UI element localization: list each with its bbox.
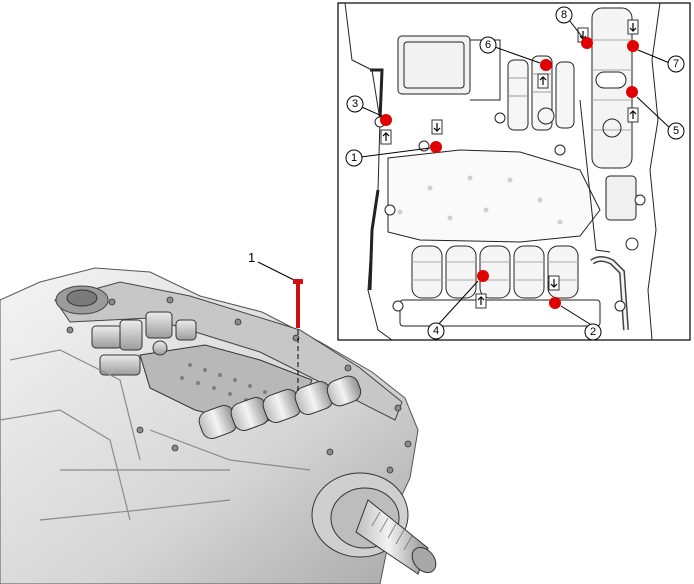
solenoid-stack (198, 375, 362, 439)
callout-1: 1 (345, 149, 363, 167)
callout-7: 7 (667, 55, 685, 73)
bolt-callout: 1 (248, 250, 303, 392)
detail-inset: 1 2 3 4 5 6 7 (337, 2, 691, 341)
callout-8: 8 (555, 6, 573, 24)
bolt-callout-label: 1 (248, 250, 255, 265)
test-point-3 (380, 114, 392, 126)
test-point-6 (540, 59, 552, 71)
callout-5-label: 5 (673, 125, 679, 137)
callout-2-label: 2 (590, 326, 596, 338)
callout-3-label: 3 (352, 98, 358, 110)
test-point-4 (477, 270, 489, 282)
test-point-2 (549, 297, 561, 309)
callout-4-label: 4 (433, 325, 439, 337)
test-point-7 (627, 40, 639, 52)
output-shaft (311, 472, 437, 575)
valve-body-left (91, 311, 197, 376)
callout-6: 6 (479, 36, 497, 54)
callout-3: 3 (346, 95, 364, 113)
callout-5: 5 (667, 122, 685, 140)
detail-callouts: 1 2 3 4 5 6 7 (345, 6, 685, 341)
test-point-1 (430, 141, 442, 153)
bolt-callout-leader (257, 261, 299, 283)
callout-4: 4 (427, 322, 445, 340)
test-point-5 (626, 86, 638, 98)
callout-2: 2 (584, 323, 602, 341)
test-point-8 (581, 37, 593, 49)
callout-1-label: 1 (351, 152, 357, 164)
transmission-assembly (0, 267, 437, 584)
valve-body-bolt (296, 282, 300, 328)
callout-7-label: 7 (673, 58, 679, 70)
callout-6-label: 6 (485, 39, 491, 51)
callout-8-label: 8 (561, 9, 567, 21)
